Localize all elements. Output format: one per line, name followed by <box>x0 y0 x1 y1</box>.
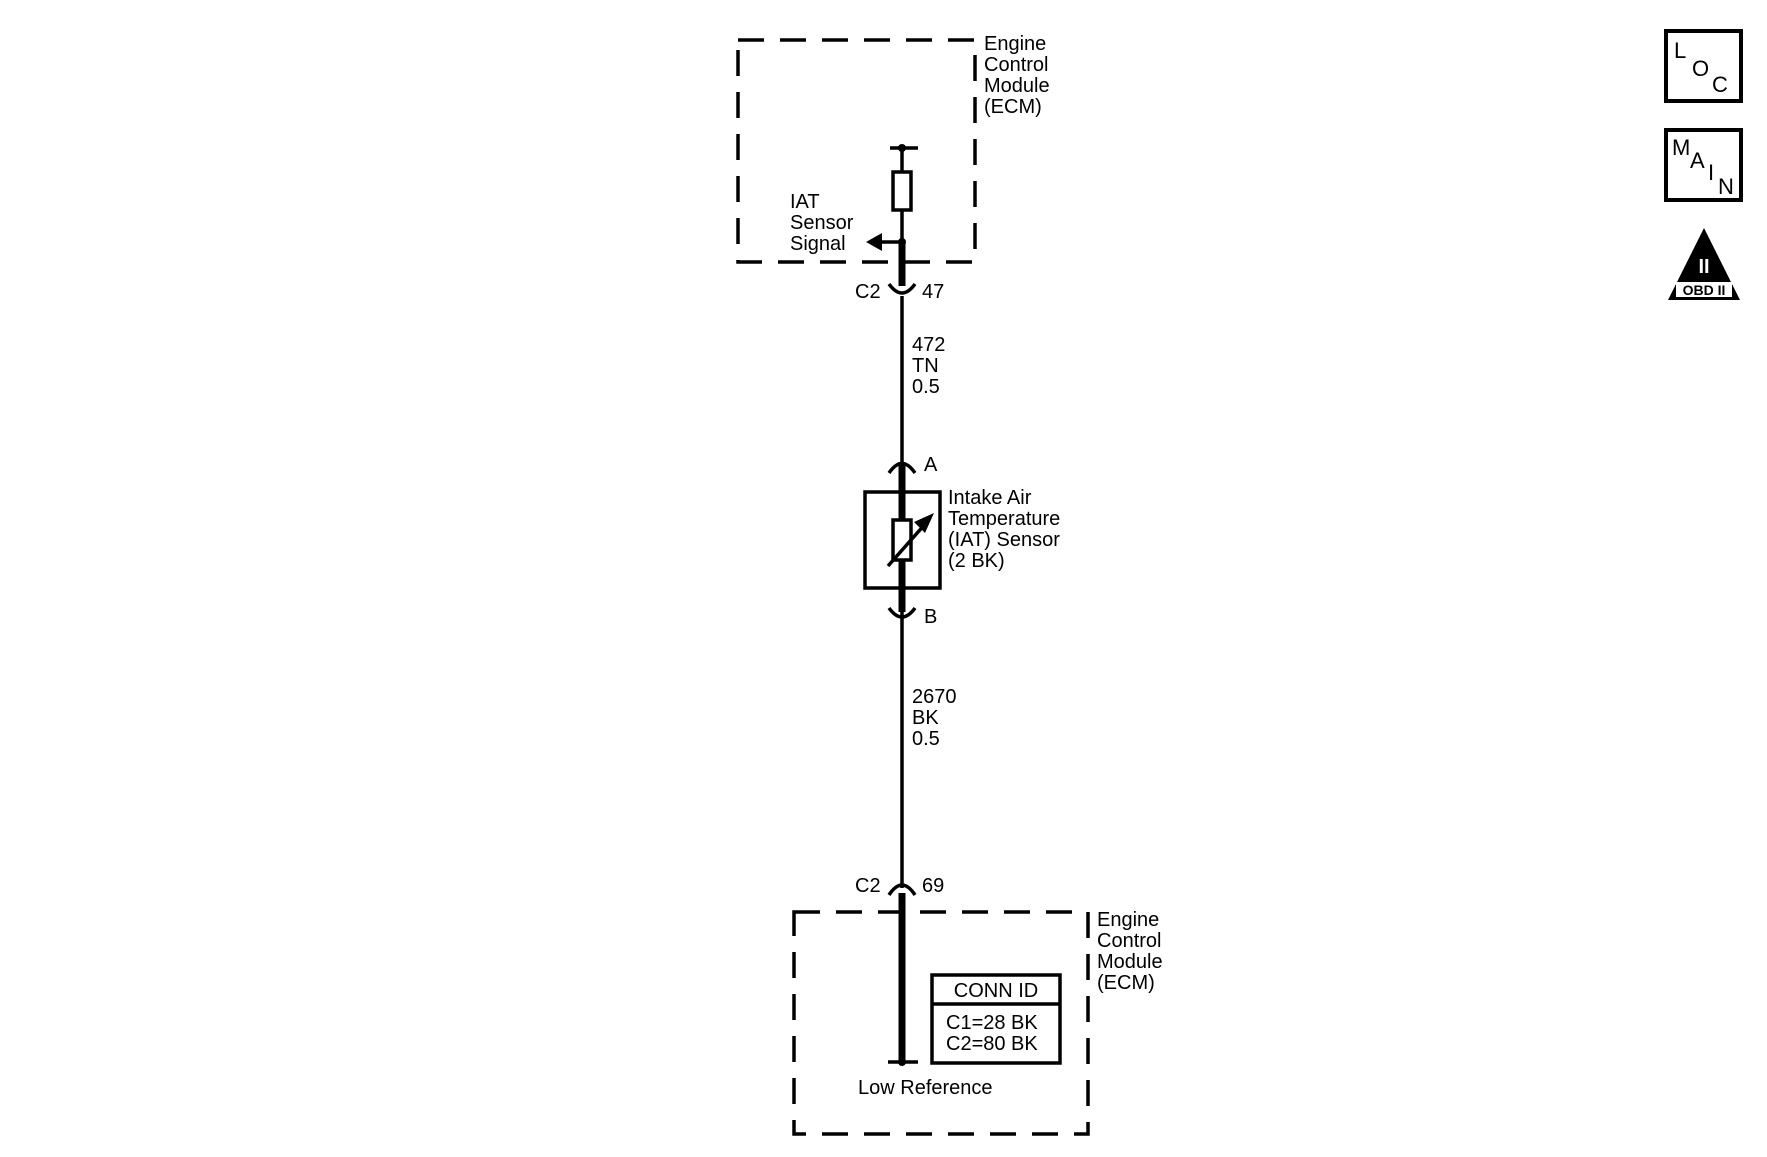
conn-id-frame <box>930 973 1062 1065</box>
loc-icon-letter: C <box>1712 72 1728 97</box>
wire-top-label: 472 TN 0.5 <box>912 334 951 398</box>
main-icon[interactable]: M A I N <box>1664 128 1743 202</box>
thermistor-element <box>891 518 913 562</box>
variable-resistor-arrow-shaft <box>886 521 928 568</box>
ecm-bottom-label: Engine Control Module (ECM) <box>1097 909 1168 994</box>
main-icon-frame <box>1664 128 1743 202</box>
main-icon-letter: M <box>1672 135 1690 160</box>
connector-c2-pin-69: C2 69 <box>855 875 944 897</box>
obd-ii-icon[interactable]: OBD II II <box>1668 228 1740 300</box>
loc-icon[interactable]: L O C <box>1664 29 1743 103</box>
wire-bottom-gauge: 0.5 <box>912 728 940 750</box>
low-reference-label: Low Reference <box>858 1077 993 1099</box>
obd-ii-text: OBD II <box>1683 282 1726 298</box>
wire-top-gauge: 0.5 <box>912 376 940 398</box>
ecm-bottom-label-line: (ECM) <box>1097 972 1155 994</box>
obd-ii-numeral: II <box>1698 256 1709 278</box>
ecm-top-module: Engine Control Module (ECM) IAT Sensor S… <box>736 33 1055 286</box>
sensor-label-line: Intake Air <box>948 487 1032 509</box>
sensor-pin-a-label: A <box>924 454 938 476</box>
ecm-bottom-label-line: Control <box>1097 930 1161 952</box>
connector-bottom-name: C2 <box>855 875 881 897</box>
connector-top-pin: 47 <box>922 281 944 303</box>
ecm-top-label-line: Engine <box>984 33 1046 55</box>
iat-sensor: A B Intake Air Temperature (IAT) Sensor … <box>863 454 1066 628</box>
main-icon-letter: A <box>1690 148 1705 173</box>
ecm-bottom-label-line: Module <box>1097 951 1163 973</box>
sensor-label-line: (2 BK) <box>948 550 1005 572</box>
ecm-top-label-line: Module <box>984 75 1050 97</box>
conn-id-table: CONN ID C1=28 BK C2=80 BK <box>930 973 1062 1065</box>
loc-icon-letter: L <box>1674 38 1686 63</box>
conn-id-header: CONN ID <box>954 980 1038 1002</box>
connector-bottom-pin: 69 <box>922 875 944 897</box>
wire-bottom-label: 2670 BK 0.5 <box>912 686 962 750</box>
ecm-top-label: Engine Control Module (ECM) <box>984 33 1055 118</box>
wire-top-circuit: 472 <box>912 334 945 356</box>
connector-bottom-pin-icon <box>887 883 917 897</box>
ecm-top-label-line: (ECM) <box>984 96 1042 118</box>
wire-top-color: TN <box>912 355 939 377</box>
iat-signal-label-line: Signal <box>790 233 846 255</box>
iat-signal-label-line: IAT <box>790 191 819 213</box>
iat-signal-arrow-icon <box>866 233 882 251</box>
ecm-top-label-line: Control <box>984 54 1048 76</box>
sensor-label-line: (IAT) Sensor <box>948 529 1060 551</box>
loc-icon-frame <box>1664 29 1743 103</box>
obd-ii-text-plate <box>1676 282 1732 297</box>
iat-signal-label: IAT Sensor Signal <box>790 191 859 255</box>
ecm-top-pullup-resistor <box>891 170 913 212</box>
main-icon-letter: N <box>1718 174 1734 199</box>
loc-icon-letter: O <box>1692 56 1709 81</box>
conn-id-row: C1=28 BK <box>946 1012 1038 1034</box>
ecm-bottom-boundary <box>792 910 1090 1136</box>
connector-top-pin-icon <box>887 282 917 295</box>
sensor-label-line: Temperature <box>948 508 1060 530</box>
ecm-bottom-label-line: Engine <box>1097 909 1159 931</box>
ecm-top-boundary <box>736 38 977 264</box>
wire-bottom-color: BK <box>912 707 939 729</box>
ecm-bottom-reference-node <box>898 1058 906 1066</box>
connector-top-name: C2 <box>855 281 881 303</box>
wire-bottom-circuit: 2670 <box>912 686 957 708</box>
iat-signal-label-line: Sensor <box>790 212 854 234</box>
connector-c2-pin-47: C2 47 <box>855 281 944 303</box>
main-icon-letter: I <box>1708 160 1714 185</box>
variable-resistor-arrow-icon <box>914 513 934 533</box>
conn-id-row: C2=80 BK <box>946 1033 1038 1055</box>
sensor-pin-b-label: B <box>924 606 937 628</box>
ecm-bottom-module: Engine Control Module (ECM) Low Referenc… <box>792 893 1168 1136</box>
sensor-label: Intake Air Temperature (IAT) Sensor (2 B… <box>948 487 1066 572</box>
